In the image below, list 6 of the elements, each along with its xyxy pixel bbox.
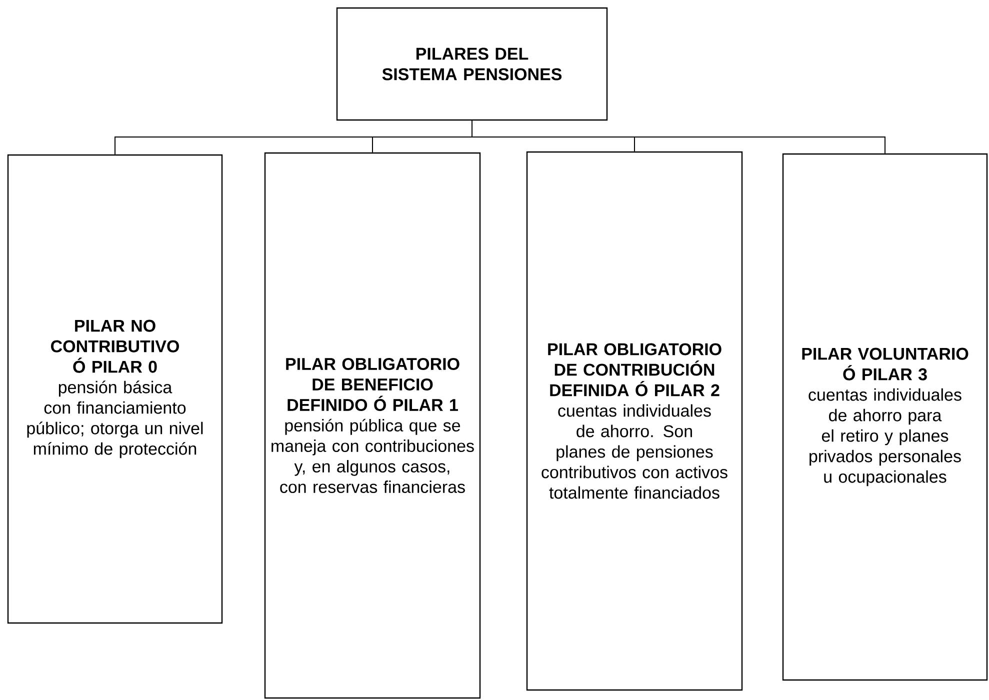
- pillar-box: PILAR OBLIGATORIO DE CONTRIBUCIÓN DEFINIDA Ó PILAR 2 cuentas individuales de ahorro. Son planes de pensiones contributivos con activos totalmente financiados: [526, 151, 743, 691]
- pillar-box: PILAR VOLUNTARIO Ó PILAR 3 cuentas individuales de ahorro para el retiro y planes privados personales u ocupacionales: [782, 153, 988, 681]
- pillar-box: PILAR OBLIGATORIO DE BENEFICIO DEFINIDO Ó PILAR 1 pensión pública que se maneja con contribuciones y, en algunos casos, con reservas financieras: [264, 152, 481, 699]
- pillar-box: PILAR NO CONTRIBUTIVO Ó PILAR 0 pensión básica con financiamiento público; otorga un nivel mínimo de protección: [7, 154, 223, 624]
- title-box: PILARES DEL SISTEMA PENSIONES: [336, 7, 608, 121]
- connector-line: [472, 120, 886, 154]
